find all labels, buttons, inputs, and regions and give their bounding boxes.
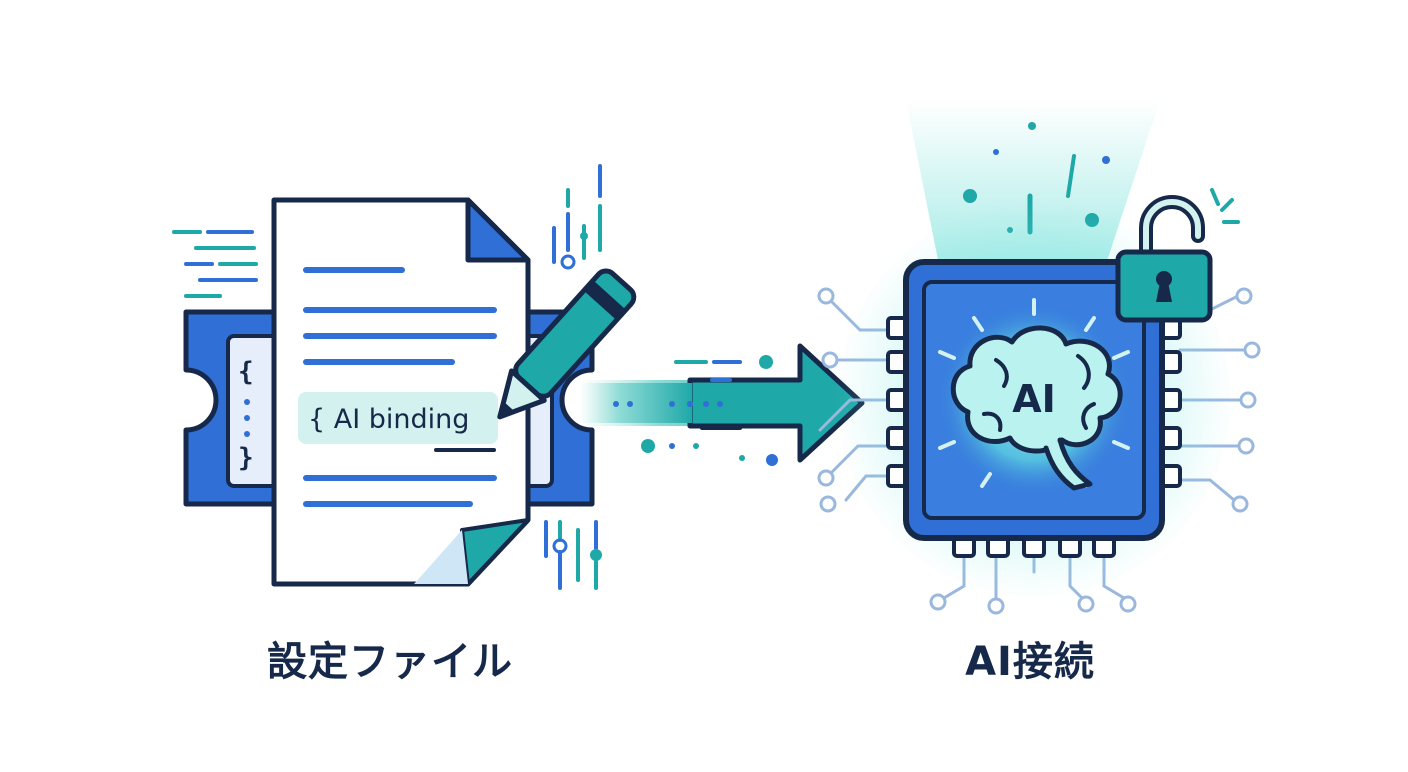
brain-icon [950, 325, 1123, 491]
arrow-icon [580, 343, 865, 466]
chip-label: AI [1012, 377, 1056, 421]
arrow-speed-lines [641, 355, 778, 466]
config-file-caption: 設定ファイル [267, 639, 513, 685]
binding-highlight [298, 392, 498, 444]
ai-connection-caption: AI接続 [965, 639, 1095, 685]
config-file-icon: { } { AI binding [172, 164, 637, 590]
binding-text: { AI binding [308, 404, 469, 435]
unlocked-padlock-icon [1115, 188, 1240, 323]
brace-close: } [238, 443, 254, 473]
decorative-ticks-top [552, 164, 602, 270]
pen-icon [497, 268, 637, 420]
decorative-lines-left [172, 230, 258, 298]
ai-chip-icon: AI [817, 100, 1261, 615]
document-text-lines [303, 267, 497, 507]
decorative-ticks-bottom [544, 520, 602, 590]
brace-open: { [238, 357, 254, 387]
